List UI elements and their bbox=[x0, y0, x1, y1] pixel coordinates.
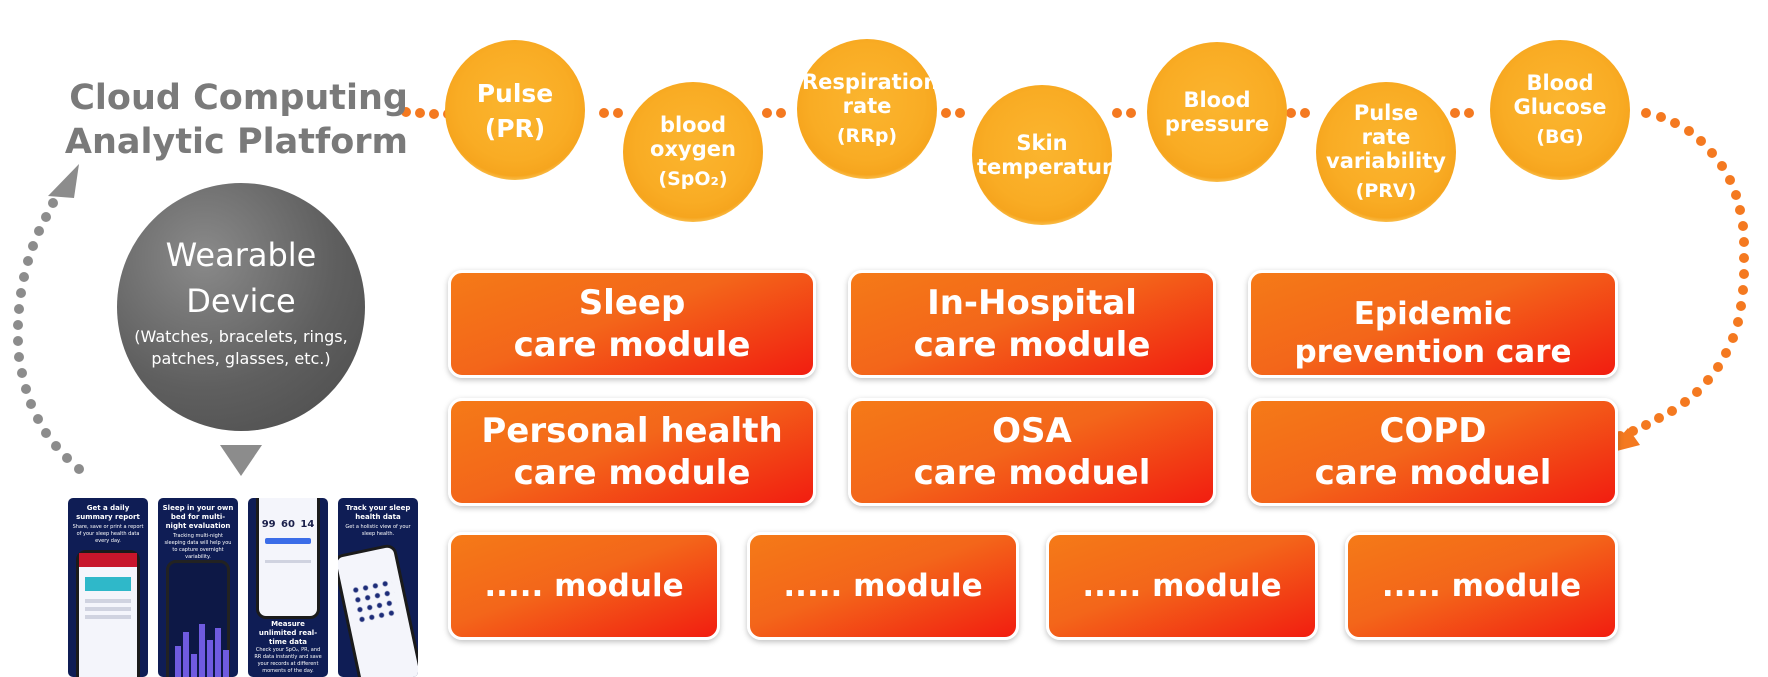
vital-bubble-prv: Pulse rate variability (PRV) bbox=[1316, 82, 1456, 222]
module-label: ..... module bbox=[1082, 568, 1282, 604]
vital-name: Pulse rate variability bbox=[1326, 100, 1446, 174]
metric-spo2: 99 bbox=[261, 519, 276, 530]
module-line2: care module bbox=[513, 453, 751, 493]
module-line1: Epidemic bbox=[1353, 296, 1513, 332]
module-line1: Sleep bbox=[578, 283, 686, 323]
cloud-platform-title: Cloud Computing Analytic Platform bbox=[60, 76, 408, 164]
module-line2: care module bbox=[513, 325, 751, 365]
screen-footer: Measure unlimited real-time data bbox=[258, 620, 318, 646]
screen-subcaption: Tracking multi-night sleeping data will … bbox=[164, 533, 232, 560]
screen-subcaption: Get a holistic view of your sleep health… bbox=[345, 524, 411, 537]
vital-name: blood oxygen bbox=[650, 112, 736, 162]
cloud-platform-line1: Cloud Computing bbox=[69, 78, 408, 118]
module-line1: COPD bbox=[1379, 411, 1487, 451]
vital-abbr: (BG) bbox=[1536, 126, 1584, 149]
app-screen-multi-night: Sleep in your own bed for multi-night ev… bbox=[158, 498, 238, 677]
module-line2: care moduel bbox=[1314, 453, 1552, 493]
phone-header bbox=[79, 553, 137, 567]
module-generic: ..... module bbox=[448, 532, 720, 640]
module-line1: Personal health bbox=[481, 411, 783, 451]
vital-bubble-skin-temp: Skin temperature bbox=[972, 85, 1127, 225]
module-line2: prevention care bbox=[1294, 334, 1572, 370]
right-arc-connector bbox=[1615, 108, 1749, 441]
vital-bubble-glucose: Blood Glucose (BG) bbox=[1490, 40, 1630, 180]
phone-mockup bbox=[338, 542, 418, 677]
module-line3: moduel bbox=[1368, 372, 1498, 375]
app-screen-track: Track your sleep health data Get a holis… bbox=[338, 498, 418, 677]
module-line2: care moduel bbox=[913, 453, 1151, 493]
module-generic: ..... module bbox=[747, 532, 1019, 640]
screen-caption: Get a daily summary report bbox=[76, 504, 140, 521]
vital-name: Pulse bbox=[476, 79, 554, 109]
arrow-head-down bbox=[220, 445, 262, 476]
vital-abbr: (PRV) bbox=[1355, 180, 1417, 203]
device-title-line2: Device bbox=[186, 282, 296, 320]
vital-bubble-respiration: Respiration rate (RRp) bbox=[797, 39, 939, 179]
summary-strip bbox=[85, 577, 131, 591]
left-arc-connector bbox=[13, 198, 84, 474]
cloud-platform-line2: Analytic Platform bbox=[64, 122, 408, 162]
vital-name: Skin temperature bbox=[977, 130, 1127, 179]
module-label: ..... module bbox=[783, 568, 983, 604]
app-screen-summary: Get a daily summary report Share, save o… bbox=[68, 498, 148, 677]
vital-bubble-spo2: blood oxygen (SpO₂) bbox=[623, 82, 763, 222]
screen-caption: Track your sleep health data bbox=[345, 504, 411, 521]
vital-bubble-pulse: Pulse (PR) bbox=[445, 40, 585, 180]
module-label: ..... module bbox=[484, 568, 684, 604]
module-generic: ..... module bbox=[1345, 532, 1618, 640]
device-title-line1: Wearable bbox=[165, 236, 317, 274]
vital-abbr: (PR) bbox=[484, 114, 546, 144]
module-generic: ..... module bbox=[1046, 532, 1318, 640]
module-line2: care module bbox=[913, 325, 1151, 365]
screen-footer-sub: Check your SpO₂, PR, and RR data instant… bbox=[254, 647, 322, 674]
app-screen-realtime: 99 60 14 Measure unlimited real-time dat… bbox=[248, 498, 328, 677]
app-screenshots: Get a daily summary report Share, save o… bbox=[68, 498, 418, 677]
vital-bubble-blood-pressure: Blood pressure bbox=[1147, 42, 1287, 182]
device-subtitle: (Watches, bracelets, rings, patches, gla… bbox=[134, 327, 348, 368]
vital-name: Blood Glucose bbox=[1513, 70, 1607, 120]
screen-caption: Sleep in your own bed for multi-night ev… bbox=[162, 504, 234, 530]
module-line1: In-Hospital bbox=[927, 283, 1137, 323]
vital-abbr: (SpO₂) bbox=[658, 168, 728, 191]
wearable-device-circle: Wearable Device (Watches, bracelets, rin… bbox=[117, 183, 365, 431]
module-label: ..... module bbox=[1381, 568, 1582, 604]
vital-name: Respiration rate bbox=[802, 69, 939, 119]
phone-mockup bbox=[76, 550, 140, 677]
vital-abbr: (RRp) bbox=[836, 125, 898, 148]
metric-rr: 14 bbox=[300, 519, 315, 530]
vital-name: Blood pressure bbox=[1164, 87, 1270, 136]
screen-subcaption: Share, save or print a report of your sl… bbox=[72, 524, 144, 544]
phone-mockup: 99 60 14 bbox=[256, 498, 320, 619]
phone-mockup bbox=[166, 560, 230, 677]
module-line1: OSA bbox=[992, 411, 1072, 451]
metric-pr: 60 bbox=[281, 519, 295, 530]
arrow-head-left bbox=[48, 164, 79, 198]
